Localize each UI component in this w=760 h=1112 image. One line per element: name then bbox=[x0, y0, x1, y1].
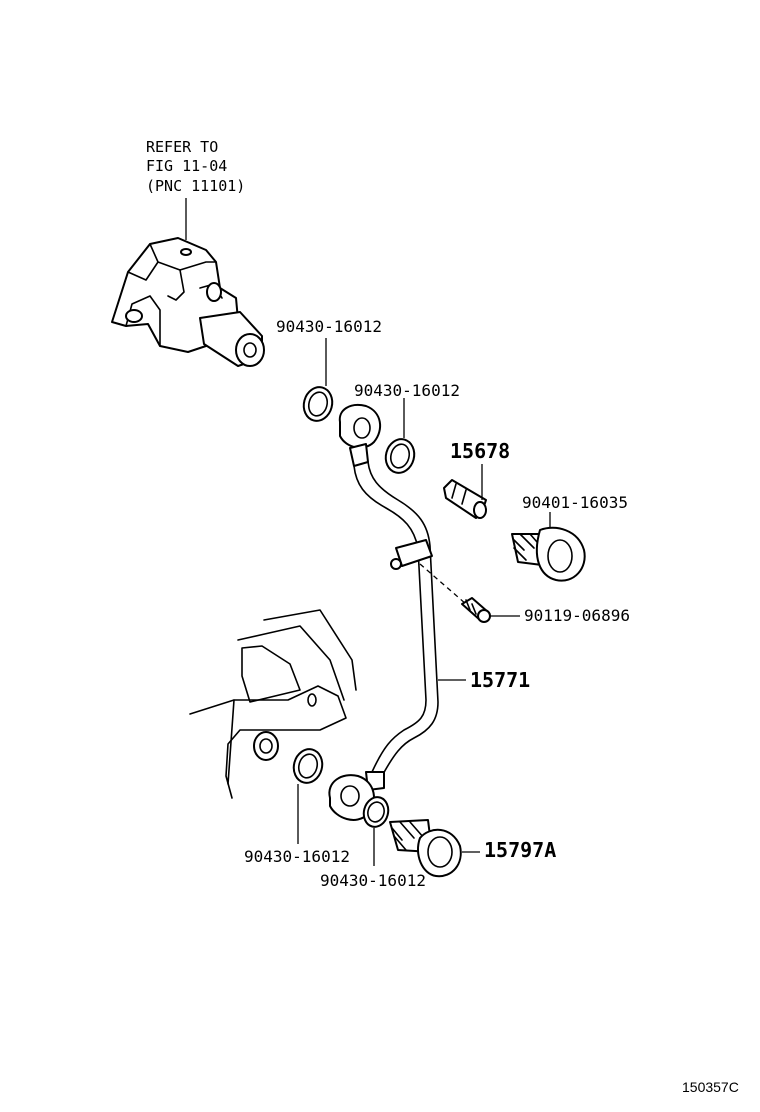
label-gasket-bottom-left: 90430-16012 bbox=[244, 847, 350, 866]
oil-pressure-switch bbox=[443, 479, 487, 519]
label-gasket-top-right: 90430-16012 bbox=[354, 381, 460, 400]
small-bolt bbox=[461, 597, 491, 623]
gasket-top-right bbox=[384, 438, 416, 474]
illustration-code: 150357C bbox=[682, 1079, 739, 1095]
label-union-bolt-top: 90401-16035 bbox=[522, 493, 628, 512]
label-gasket-bottom-right: 90430-16012 bbox=[320, 871, 426, 890]
engine-bracket bbox=[189, 609, 357, 799]
union-bolt-top bbox=[511, 526, 586, 582]
gasket-top-left bbox=[302, 386, 334, 422]
gasket-bottom-right bbox=[362, 796, 390, 828]
label-switch: 15678 bbox=[450, 439, 510, 463]
oil-pipe bbox=[328, 404, 439, 821]
reference-line-2: FIG 11-04 bbox=[146, 157, 227, 175]
reference-line-3: (PNC 11101) bbox=[146, 177, 245, 195]
label-union-bolt-bottom: 15797A bbox=[484, 838, 556, 862]
reference-line-1: REFER TO bbox=[146, 138, 218, 156]
label-oil-pipe: 15771 bbox=[470, 668, 530, 692]
dashed-guide bbox=[419, 563, 467, 605]
gasket-bottom-left bbox=[292, 748, 324, 784]
engine-housing bbox=[111, 237, 265, 367]
label-gasket-top-left: 90430-16012 bbox=[276, 317, 382, 336]
label-small-bolt: 90119-06896 bbox=[524, 606, 630, 625]
union-bolt-bottom bbox=[389, 819, 462, 878]
